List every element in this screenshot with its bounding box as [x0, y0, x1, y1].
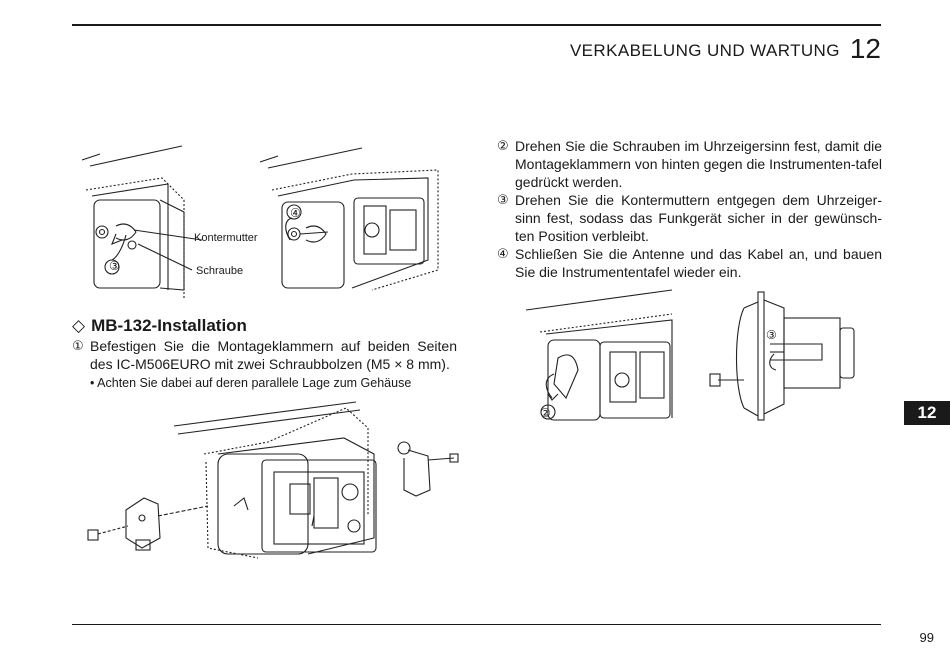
- step-item: ③ Drehen Sie die Kontermuttern entgegen …: [497, 191, 882, 245]
- step-number: ④: [497, 246, 509, 261]
- figure-mb132-drawing: [87, 401, 459, 559]
- header-rule: [72, 24, 881, 26]
- step-text: Drehen Sie die Schrauben im Uhrzeigersin…: [515, 138, 882, 190]
- figure-tighten-drawing: [525, 289, 855, 421]
- chapter-tab: 12: [904, 401, 950, 425]
- step-item: ④ Schließen Sie die Antenne und das Kabe…: [497, 245, 882, 281]
- step-number: ②: [497, 138, 509, 153]
- figure-tighten-screws: ② ③: [522, 288, 862, 428]
- step-item: ② Drehen Sie die Schrauben im Uhrzeigers…: [497, 137, 882, 191]
- step-number: ③: [497, 192, 509, 207]
- page-number: 99: [919, 630, 934, 645]
- step-number: ①: [72, 338, 84, 353]
- step-text: Befestigen Sie die Montageklammern auf b…: [90, 338, 457, 372]
- step-text: Schließen Sie die Antenne und das Kabel …: [515, 246, 882, 280]
- callout-3: ③: [109, 259, 120, 273]
- chapter-number: 12: [849, 33, 881, 64]
- step-text: Drehen Sie die Kontermuttern entgegen de…: [515, 192, 882, 244]
- step-item: ① Befestigen Sie die Montageklammern auf…: [72, 337, 457, 373]
- callout-4: ④: [290, 206, 301, 220]
- section-heading: ◇ MB-132-Installation: [72, 316, 247, 336]
- header-title: VERKABELUNG UND WARTUNG: [569, 41, 840, 60]
- page-header: VERKABELUNG UND WARTUNG 12: [570, 34, 881, 64]
- callout-3: ③: [766, 328, 777, 342]
- section-title: MB-132-Installation: [91, 316, 247, 335]
- label-screw: Schraube: [196, 265, 244, 277]
- section-step-1: ① Befestigen Sie die Montageklammern auf…: [72, 337, 457, 391]
- figure-lock-nut-drawing: [81, 145, 439, 300]
- step-note: • Achten Sie dabei auf deren parallele L…: [90, 376, 412, 390]
- callout-2: ②: [540, 406, 551, 420]
- footer-rule: [72, 624, 881, 625]
- diamond-icon: ◇: [72, 316, 86, 335]
- label-lock-nut: Kontermutter: [194, 232, 258, 244]
- figure-lock-nut: Kontermutter Schraube ③ ④: [72, 140, 452, 300]
- figure-mb132-install: [78, 398, 468, 566]
- right-steps: ② Drehen Sie die Schrauben im Uhrzeigers…: [497, 137, 882, 281]
